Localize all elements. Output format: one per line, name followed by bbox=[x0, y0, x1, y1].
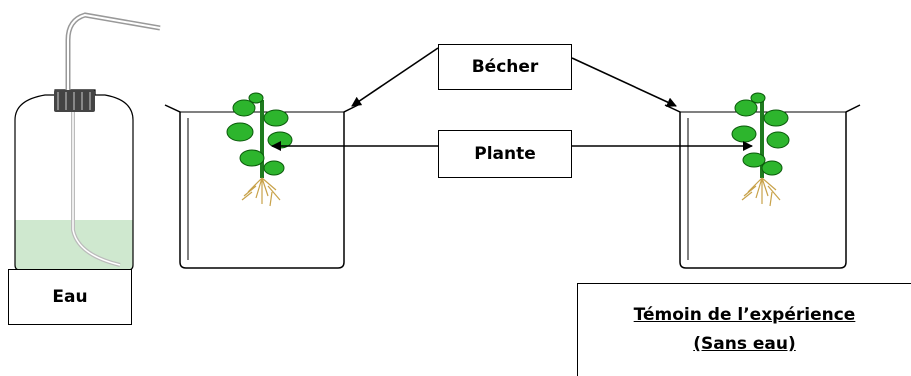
plant-icon bbox=[731, 92, 790, 207]
plant-icon bbox=[226, 92, 293, 207]
temoin-label-line1: Témoin de l’expérience bbox=[633, 305, 856, 326]
eau-label: Eau bbox=[8, 269, 132, 325]
becher-label: Bécher bbox=[438, 44, 572, 90]
becher-label-text: Bécher bbox=[471, 57, 539, 77]
arrows bbox=[271, 47, 753, 151]
plante-label: Plante bbox=[438, 130, 572, 178]
eau-label-text: Eau bbox=[52, 287, 88, 307]
plante-label-text: Plante bbox=[474, 144, 536, 164]
temoin-label-line2: (Sans eau) bbox=[693, 334, 796, 354]
temoin-label: Témoin de l’expérience (Sans eau) bbox=[577, 283, 911, 376]
arrow-becher-left bbox=[351, 47, 439, 107]
wash-bottle-icon bbox=[14, 12, 161, 271]
water-fill bbox=[15, 220, 133, 270]
arrow-becher-right bbox=[571, 57, 677, 107]
